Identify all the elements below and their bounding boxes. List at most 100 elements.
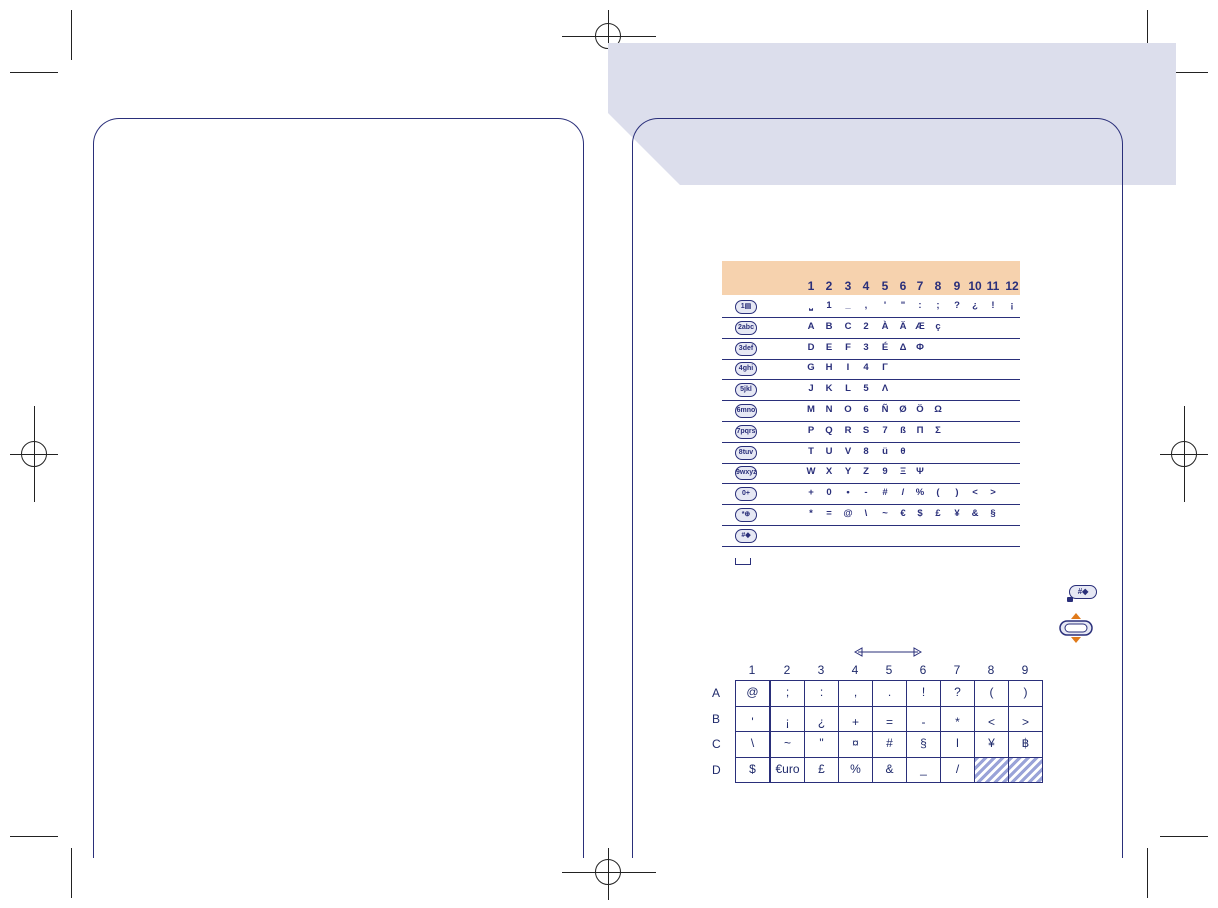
char-cell: Λ <box>881 383 889 395</box>
column-number: 10 <box>968 279 982 293</box>
column-number: 11 <box>986 279 1000 293</box>
symbol-cell: ; <box>770 680 805 707</box>
grid-column-number: 9 <box>1021 663 1029 677</box>
symbol-cell: > <box>1008 705 1043 732</box>
lock-icon <box>1067 597 1073 602</box>
char-cell: Ø <box>899 404 907 415</box>
char-cell: Y <box>844 466 852 478</box>
symbol-cell: €uro <box>770 756 805 783</box>
char-cell: X <box>825 466 833 478</box>
symbol-cell: ) <box>1008 680 1043 707</box>
char-cell: Π <box>916 424 924 436</box>
symbol-cell: + <box>838 705 873 732</box>
char-cell: Ä <box>899 320 907 332</box>
char-cell: / <box>901 487 905 499</box>
1-key-icon: 1▤ <box>735 300 757 314</box>
grid-column-number: 3 <box>817 663 825 677</box>
char-cell: 9 <box>882 466 888 478</box>
char-cell: θ <box>900 445 906 457</box>
symbol-cell: ' <box>735 705 770 732</box>
char-cell: _ <box>845 300 851 311</box>
2-key-icon: 2abc <box>735 320 757 335</box>
char-cell: R <box>844 424 852 436</box>
char-cell: + <box>808 487 814 499</box>
symbol-cell: § <box>906 731 941 758</box>
char-cell: > <box>990 487 996 499</box>
symbol-cell: ¤ <box>838 731 873 758</box>
char-cell: € <box>900 508 906 519</box>
crop-mark <box>1160 72 1208 73</box>
crop-mark <box>71 848 72 898</box>
char-cell: Ω <box>934 404 942 415</box>
symbol-cell: . <box>872 680 907 707</box>
8-key-icon: 8tuv <box>735 445 757 460</box>
symbol-cell: : <box>804 680 839 707</box>
char-cell: É <box>881 341 889 353</box>
grid-row-letter: D <box>712 762 721 777</box>
char-cell: $ <box>917 508 923 519</box>
char-cell: P <box>807 424 815 436</box>
char-cell: Σ <box>935 424 941 436</box>
hatched-cell <box>974 756 1009 783</box>
char-cell: Δ <box>899 341 907 353</box>
symbol-cell: & <box>872 756 907 783</box>
char-cell: ¿ <box>972 300 978 311</box>
symbol-cell: * <box>940 705 975 732</box>
grid-row-letter: B <box>712 711 721 726</box>
char-cell: Ñ <box>881 404 889 415</box>
symbol-cell: ฿ <box>1008 731 1043 758</box>
symbol-cell: ! <box>906 680 941 707</box>
7-key-icon: 7pqrs <box>735 424 757 439</box>
symbol-cell: # <box>872 731 907 758</box>
symbol-cell: $ <box>735 756 770 783</box>
char-cell: = <box>826 508 832 519</box>
left-right-arrow-icon <box>854 647 922 657</box>
registration-mark <box>1171 441 1197 467</box>
symbol-cell: ( <box>974 680 1009 707</box>
column-number: 9 <box>953 279 961 293</box>
symbol-cell: = <box>872 705 907 732</box>
column-number: 6 <box>899 279 907 293</box>
6-key-icon: 6mno <box>735 404 757 418</box>
hatched-cell <box>1008 756 1043 783</box>
char-cell: K <box>825 383 833 395</box>
grid-column-number: 8 <box>987 663 995 677</box>
column-number: 7 <box>916 279 924 293</box>
char-cell: • <box>846 487 850 499</box>
char-cell: & <box>971 508 979 519</box>
char-cell: B <box>825 320 833 332</box>
3-key-icon: 3def <box>735 341 757 356</box>
symbol-cell: ¡ <box>770 705 805 732</box>
char-cell: Q <box>825 424 833 436</box>
char-cell: § <box>990 508 996 519</box>
char-cell: Æ <box>915 320 925 332</box>
char-cell: M <box>807 404 815 415</box>
char-cell: ß <box>900 424 906 436</box>
char-cell: # <box>882 487 888 499</box>
grid-row-letter: C <box>712 737 721 751</box>
char-cell: 1 <box>826 300 832 311</box>
char-cell: T <box>808 445 814 457</box>
char-cell: V <box>844 445 852 457</box>
char-cell: L <box>845 383 851 395</box>
char-table-row: *⊕*=@\~€$£¥&§ <box>722 505 1020 526</box>
char-cell: : <box>918 300 922 311</box>
char-cell: E <box>825 341 833 353</box>
column-number: 12 <box>1005 279 1019 293</box>
star-key-icon: *⊕ <box>735 508 757 522</box>
grid-column-number: 4 <box>851 663 859 677</box>
char-cell: C <box>844 320 852 332</box>
hash-key-icon: #◆ <box>1069 585 1097 599</box>
symbol-cell: £ <box>804 756 839 783</box>
char-table-header <box>722 261 1020 295</box>
char-cell: F <box>845 341 851 353</box>
char-cell: À <box>881 320 889 332</box>
char-cell: * <box>809 508 813 519</box>
char-cell: D <box>807 341 815 353</box>
registration-mark <box>21 441 47 467</box>
